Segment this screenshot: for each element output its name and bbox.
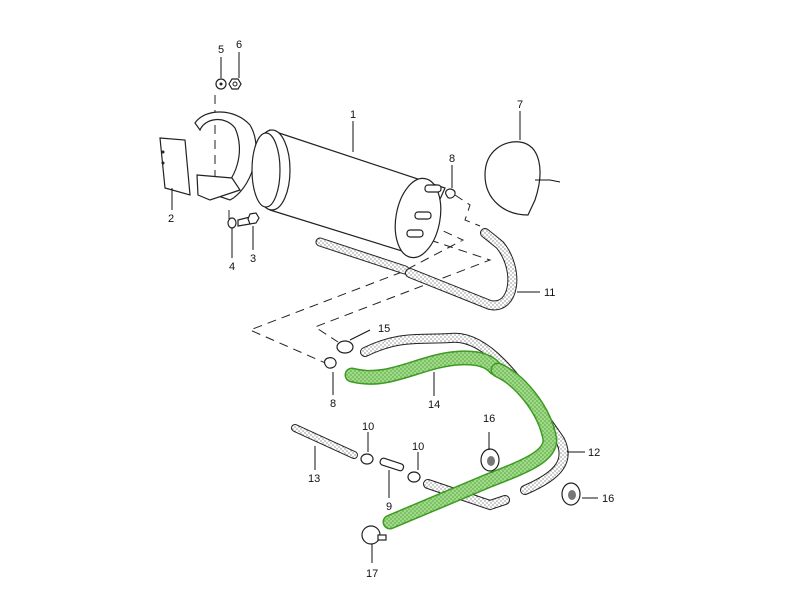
bolt-washer-bottom — [227, 212, 260, 229]
label-part-16-upper: 16 — [483, 413, 495, 425]
hose-clip-lower — [324, 357, 337, 369]
grommets-16 — [480, 448, 581, 506]
label-part-3: 3 — [250, 253, 256, 265]
label-part-16-lower: 16 — [602, 493, 614, 505]
washer-nut-top — [215, 78, 242, 90]
pipe-connector-9 — [379, 457, 405, 472]
label-part-10-right: 10 — [412, 441, 424, 453]
part-number-labels: 1 2 3 4 5 6 7 8 8 9 10 10 11 12 13 14 15… — [168, 39, 614, 580]
hose-clip-15 — [336, 340, 354, 354]
label-part-13: 13 — [308, 473, 320, 485]
label-part-2: 2 — [168, 213, 174, 225]
label-part-5: 5 — [218, 44, 224, 56]
hose-clamp-17 — [361, 525, 387, 545]
label-part-11: 11 — [544, 287, 555, 299]
label-part-12: 12 — [588, 447, 600, 459]
label-part-17: 17 — [366, 568, 378, 580]
hose-11 — [315, 228, 518, 311]
canister-cover — [484, 141, 561, 216]
label-part-15: 15 — [378, 323, 390, 335]
bracket-clamp — [159, 111, 257, 201]
charcoal-canister — [251, 129, 446, 259]
hose-clamps-10 — [360, 453, 421, 483]
label-part-10-left: 10 — [362, 421, 374, 433]
leader-lines — [172, 52, 598, 563]
hose-clip-upper — [445, 188, 456, 199]
label-part-4: 4 — [229, 261, 235, 273]
hose-14-highlighted — [344, 350, 558, 530]
label-part-1: 1 — [350, 109, 356, 121]
hose-13 — [291, 424, 358, 459]
label-part-8-upper: 8 — [449, 153, 455, 165]
label-part-7: 7 — [517, 99, 523, 111]
label-part-14: 14 — [428, 399, 440, 411]
label-part-8-lower: 8 — [330, 398, 336, 410]
label-part-6: 6 — [236, 39, 242, 51]
label-part-9: 9 — [386, 501, 392, 513]
